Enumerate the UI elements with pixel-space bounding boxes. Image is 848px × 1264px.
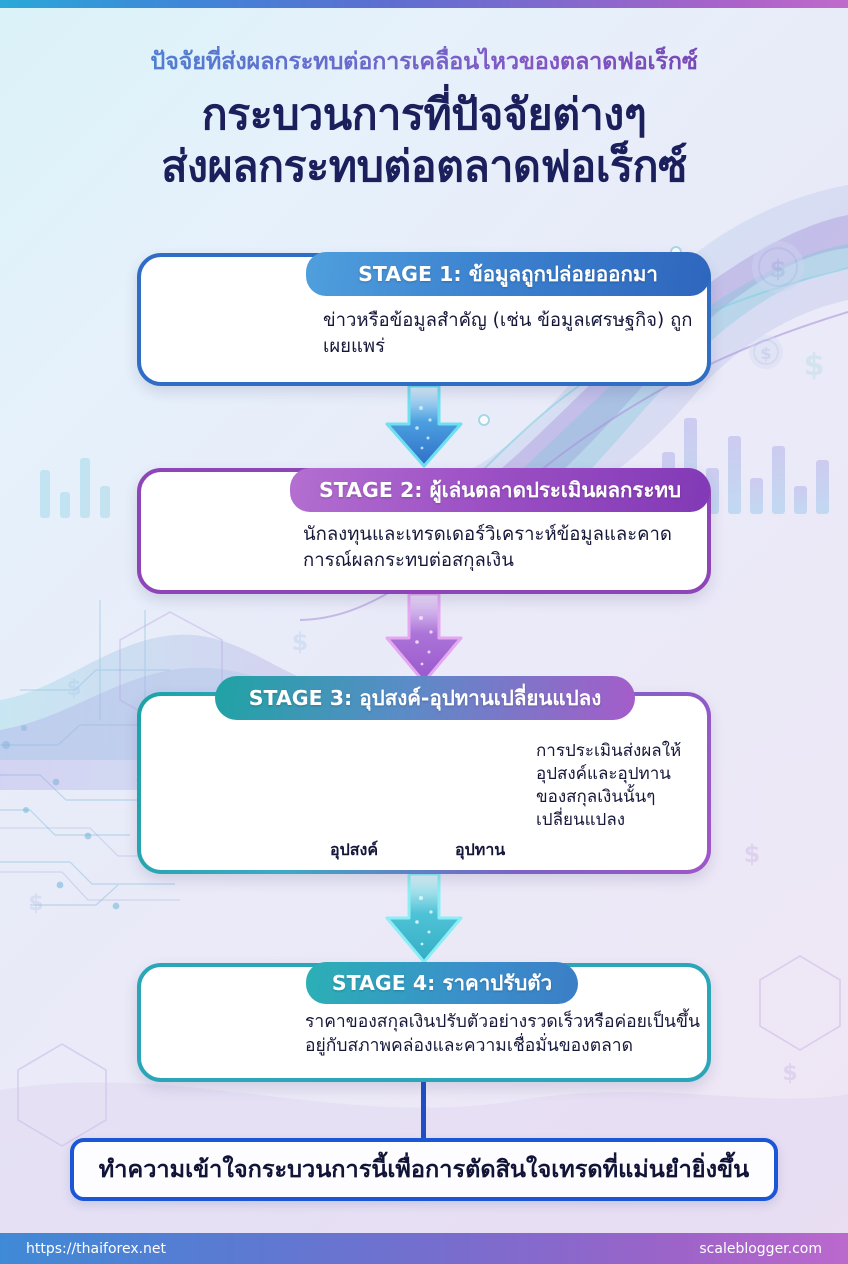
page-title: กระบวนการที่ปัจจัยต่างๆ ส่งผลกระทบต่อตลา… — [0, 89, 848, 194]
stage-4-body: ราคาของสกุลเงินปรับตัวอย่างรวดเร็วหรือค่… — [305, 1012, 700, 1057]
arrow-stage3-to-stage4 — [385, 874, 463, 964]
svg-text:$: $ — [28, 891, 43, 916]
stage-2-pill: STAGE 2: ผู้เล่นตลาดประเมินผลกระทบ — [290, 468, 710, 512]
stage-1-pill: STAGE 1: ข้อมูลถูกปล่อยออกมา — [306, 252, 710, 296]
svg-text:$: $ — [770, 255, 787, 283]
footer-url-left[interactable]: https://thaiforex.net — [26, 1240, 167, 1257]
conclusion-box: ทำความเข้าใจกระบวนการนี้เพื่อการตัดสินใจ… — [70, 1138, 778, 1201]
footer-url-right[interactable]: scaleblogger.com — [699, 1240, 822, 1257]
stage-4-pill: STAGE 4: ราคาปรับตัว — [306, 962, 578, 1004]
scale-left-label: อุปสงค์ — [330, 840, 379, 859]
conclusion-connector-line — [421, 1082, 426, 1138]
arrow-stage2-to-stage3 — [385, 594, 463, 684]
stage-3-pill: STAGE 3: อุปสงค์-อุปทานเปลี่ยนแปลง — [215, 676, 635, 720]
svg-text:$: $ — [804, 348, 825, 383]
stage-3-body: การประเมินส่งผลให้อุปสงค์และอุปทานของสกุ… — [536, 741, 682, 831]
stage-2-body: นักลงทุนและเทรดเดอร์วิเคราะห์ข้อมูลและคา… — [303, 524, 672, 572]
page-title-line-2: ส่งผลกระทบต่อตลาดฟอเร็กซ์ — [161, 142, 687, 192]
page-title-line-1: กระบวนการที่ปัจจัยต่างๆ — [201, 89, 647, 140]
svg-text:$: $ — [782, 1061, 797, 1086]
top-accent-bar — [0, 0, 848, 8]
scale-right-label: อุปทาน — [455, 840, 506, 859]
conclusion-text: ทำความเข้าใจกระบวนการนี้เพื่อการตัดสินใจ… — [98, 1155, 750, 1183]
svg-text:$: $ — [744, 840, 761, 868]
svg-text:$: $ — [66, 676, 81, 701]
header-block: ปัจจัยที่ส่งผลกระทบต่อการเคลื่อนไหวของตล… — [0, 46, 848, 193]
arrow-stage1-to-stage2 — [385, 386, 463, 468]
svg-text:$: $ — [760, 344, 771, 363]
page-subtitle: ปัจจัยที่ส่งผลกระทบต่อการเคลื่อนไหวของตล… — [0, 46, 848, 77]
footer-bar: https://thaiforex.net scaleblogger.com — [0, 1233, 848, 1264]
svg-text:$: $ — [292, 628, 309, 656]
stage-1-body: ข่าวหรือข้อมูลสำคัญ (เช่น ข้อมูลเศรษฐกิจ… — [323, 310, 693, 358]
